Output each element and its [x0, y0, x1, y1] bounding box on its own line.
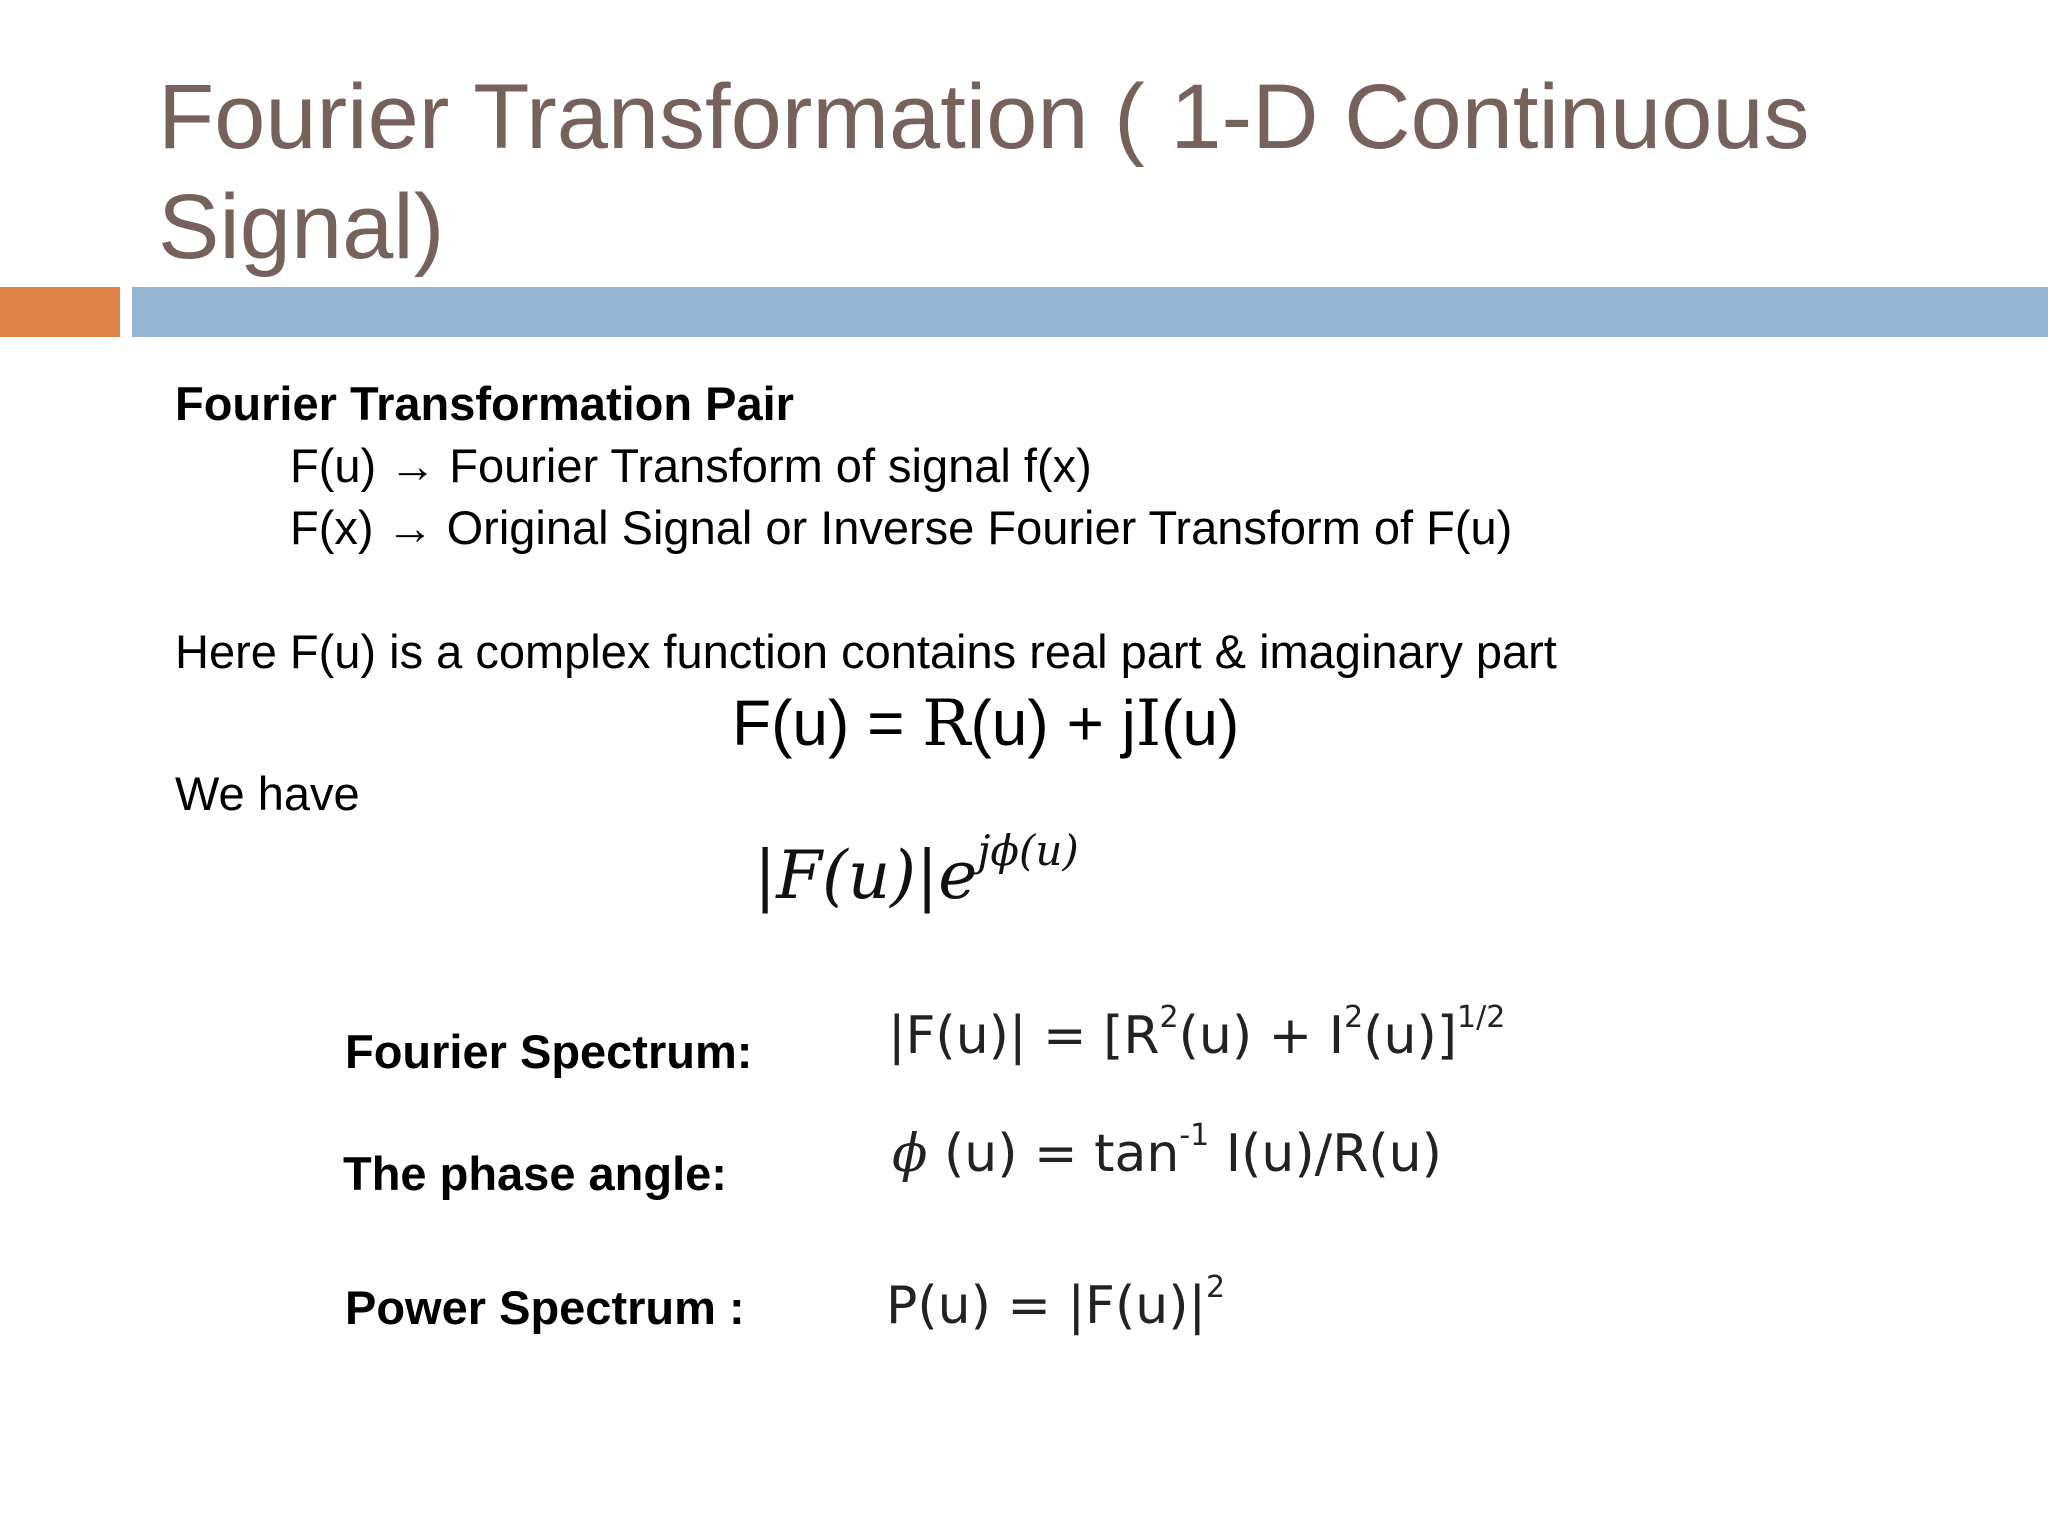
imaginary-part-arg: (u) [1161, 687, 1240, 759]
polar-form-exponent: jϕ(u) [977, 826, 1079, 875]
polar-form-base: |F(u)|e [754, 837, 978, 914]
fourier-spectrum-label: Fourier Spectrum: [345, 1025, 753, 1078]
spectrum-formula-part: (u) + I [1178, 1006, 1345, 1066]
power-formula-superscript: 2 [1206, 1269, 1226, 1305]
power-formula-part: P(u) = |F(u)| [886, 1276, 1206, 1336]
pair-line-forward: F(u) → Fourier Transform of signal f(x) [290, 439, 1092, 492]
phase-angle-formula: ϕ (u) = tan-1 I(u)/R(u) [892, 1118, 1442, 1184]
phase-angle-label: The phase angle: [343, 1147, 727, 1200]
polar-form-equation: |F(u)|ejϕ(u) [754, 826, 1079, 914]
complex-function-note: Here F(u) is a complex function contains… [175, 625, 1557, 678]
phi-symbol: ϕ [892, 1124, 928, 1184]
real-part-symbol: R [922, 687, 971, 761]
accent-bar-orange [0, 287, 120, 337]
spectrum-formula-superscript: 1/2 [1457, 999, 1506, 1035]
pair-heading: Fourier Transformation Pair [175, 377, 794, 430]
we-have-text: We have [175, 767, 360, 820]
phase-formula-part: I(u)/R(u) [1209, 1124, 1442, 1184]
complex-equation: F(u) = R(u) + jI(u) [732, 686, 1239, 761]
complex-equation-lhs: F(u) = [732, 687, 923, 759]
slide-title: Fourier Transformation ( 1-D Continuous … [158, 66, 1810, 278]
spectrum-formula-superscript: 2 [1344, 999, 1364, 1035]
spectrum-formula-part: (u)] [1363, 1006, 1458, 1066]
power-spectrum-formula: P(u) = |F(u)|2 [886, 1270, 1225, 1336]
imaginary-part-symbol: I [1135, 687, 1162, 761]
power-spectrum-label: Power Spectrum : [345, 1281, 745, 1334]
fourier-spectrum-formula: |F(u)| = [R2(u) + I2(u)]1/2 [888, 1000, 1505, 1066]
pair-line-inverse: F(x) → Original Signal or Inverse Fourie… [290, 501, 1513, 554]
real-part-arg: (u) + j [970, 687, 1136, 759]
spectrum-formula-superscript: 2 [1159, 999, 1179, 1035]
accent-bar-blue [132, 287, 2048, 337]
phase-formula-part: (u) = tan [927, 1124, 1180, 1184]
spectrum-formula-part: |F(u)| = [R [888, 1006, 1160, 1066]
phase-formula-superscript: -1 [1179, 1117, 1210, 1153]
